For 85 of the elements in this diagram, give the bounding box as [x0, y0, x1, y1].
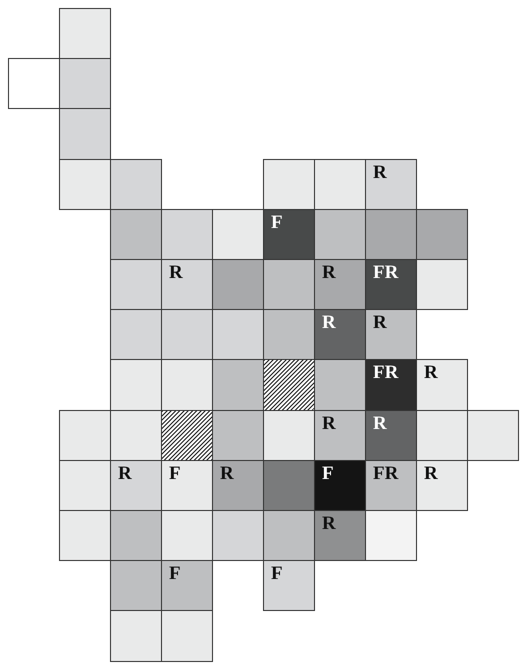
cell-letter: R — [220, 462, 234, 485]
grid-cell — [161, 309, 213, 360]
cell-letter: R — [322, 513, 336, 535]
grid-cell — [416, 359, 468, 411]
cell-letter: R — [373, 412, 387, 435]
grid-cell — [314, 158, 366, 210]
grid-cell — [263, 259, 315, 310]
grid-cell — [365, 309, 417, 360]
grid-cell — [110, 610, 162, 662]
grid-cell — [59, 158, 111, 210]
grid-cell — [365, 158, 417, 210]
cell-letter: R — [118, 462, 132, 485]
cell-letter: R — [424, 362, 438, 384]
cell-letter: R — [322, 412, 336, 435]
cell-letter: R — [373, 162, 387, 184]
grid-cell — [59, 410, 111, 461]
grid-cell — [263, 460, 315, 511]
cell-letter: F — [169, 462, 181, 485]
grid-cell — [263, 208, 315, 260]
cell-letter: F — [322, 462, 334, 485]
grid-cell — [212, 309, 264, 360]
grid-cell — [467, 410, 519, 461]
grid-cell — [59, 108, 111, 160]
grid-cell — [365, 259, 417, 310]
cell-letter: F — [169, 563, 181, 586]
grid-cell — [416, 460, 468, 511]
grid-cell — [161, 610, 213, 662]
grid-cell — [212, 410, 264, 461]
grid-cell — [314, 460, 366, 511]
grid-cell — [314, 208, 366, 260]
grid-cell — [263, 510, 315, 562]
grid-cell — [365, 359, 417, 411]
grid-cell — [110, 359, 162, 411]
grid-cell — [416, 208, 468, 260]
cell-letter: R — [373, 312, 387, 334]
grid-cell — [161, 460, 213, 511]
cell-letter: R — [169, 262, 183, 284]
grid-cell — [161, 208, 213, 260]
grid-cell — [161, 560, 213, 612]
cell-letter: FR — [373, 362, 398, 384]
grid-cell — [314, 259, 366, 310]
grid-cell — [110, 309, 162, 360]
grid-cell — [212, 460, 264, 511]
grid-cell — [263, 158, 315, 210]
grid-cell — [365, 208, 417, 260]
grid-cell — [110, 560, 162, 612]
grid-cell — [110, 460, 162, 511]
cell-letter: F — [271, 212, 283, 234]
grid-cell — [314, 510, 366, 562]
cell-letter: F — [271, 563, 283, 586]
grid-cell — [110, 208, 162, 260]
grid-cell — [314, 309, 366, 360]
grid-cell — [365, 410, 417, 461]
grid-cell — [212, 259, 264, 310]
grid-cell — [263, 309, 315, 360]
grid-cell — [161, 510, 213, 562]
grid-cell — [110, 510, 162, 562]
grid-cell — [59, 460, 111, 511]
cell-letter: R — [424, 462, 438, 485]
grid-cell — [212, 208, 264, 260]
grid-cell — [416, 259, 468, 310]
grid-cell — [110, 158, 162, 210]
grid-cell — [59, 58, 111, 110]
grid-cell — [110, 410, 162, 461]
cell-letter: FR — [373, 262, 398, 284]
grid-cell — [161, 359, 213, 411]
grid-cell — [365, 460, 417, 511]
grid-cell — [263, 410, 315, 461]
grid-cell — [416, 410, 468, 461]
grid-cell — [263, 560, 315, 612]
grid-cell — [59, 510, 111, 562]
grid-cell — [59, 8, 111, 60]
hatched-cell — [161, 410, 213, 461]
cell-letter: FR — [373, 462, 398, 485]
cell-letter: R — [322, 262, 336, 284]
grid-cell — [8, 58, 60, 110]
grid-cell — [314, 359, 366, 411]
hatched-cell — [263, 359, 315, 411]
grid-cell — [212, 359, 264, 411]
grid-cell — [212, 510, 264, 562]
cell-letter: R — [322, 312, 336, 334]
grid-cell — [365, 510, 417, 562]
grid-cell — [110, 259, 162, 310]
grid-cell — [161, 259, 213, 310]
grid-cell — [314, 410, 366, 461]
